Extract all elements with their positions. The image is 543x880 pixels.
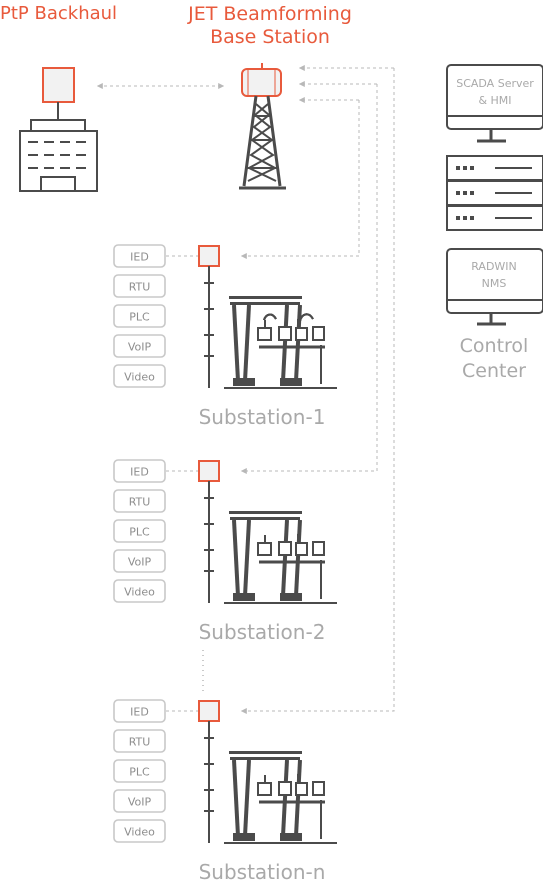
link-tower-to-substation-n bbox=[240, 68, 395, 714]
device-box-voip bbox=[113, 334, 166, 358]
device-label-voip: VoIP bbox=[128, 796, 152, 809]
substation-name-label: Substation-2 bbox=[199, 620, 326, 644]
substation-equipment-icon bbox=[224, 296, 337, 389]
device-box-ied bbox=[113, 699, 166, 723]
device-box-plc bbox=[113, 304, 166, 328]
device-label-video: Video bbox=[124, 586, 155, 599]
subscriber-radio-icon bbox=[198, 460, 220, 482]
scada-server-label-line1: SCADA Server bbox=[456, 77, 534, 90]
device-box-plc bbox=[113, 759, 166, 783]
link-tower-to-substation-1 bbox=[240, 100, 360, 259]
device-box-plc bbox=[113, 519, 166, 543]
control-center-label-line2: Center bbox=[462, 360, 526, 382]
device-label-rtu: RTU bbox=[129, 736, 151, 749]
device-label-voip: VoIP bbox=[128, 556, 152, 569]
substations-layer: IEDRTUPLCVoIPVideoSubstation-1IEDRTUPLCV… bbox=[113, 244, 337, 880]
device-box-rtu bbox=[113, 274, 166, 298]
device-label-plc: PLC bbox=[129, 766, 150, 779]
subscriber-radio-icon bbox=[198, 700, 220, 722]
device-box-ied bbox=[113, 459, 166, 483]
device-label-voip: VoIP bbox=[128, 341, 152, 354]
radwin-nms-label-line2: NMS bbox=[482, 277, 507, 290]
scada-server-monitor-icon bbox=[446, 64, 543, 143]
subscriber-radio-icon bbox=[198, 245, 220, 267]
substation-name-label: Substation-n bbox=[199, 860, 326, 880]
device-box-ied bbox=[113, 244, 166, 268]
device-label-ied: IED bbox=[130, 466, 149, 479]
device-label-plc: PLC bbox=[129, 526, 150, 539]
device-box-rtu bbox=[113, 489, 166, 513]
device-box-video bbox=[113, 579, 166, 603]
ptp-backhaul-label: PtP Backhaul bbox=[0, 3, 117, 24]
device-label-rtu: RTU bbox=[129, 281, 151, 294]
base-station-label-line2: Base Station bbox=[210, 26, 330, 48]
device-label-video: Video bbox=[124, 826, 155, 839]
scada-server-label-line2: & HMI bbox=[478, 94, 511, 107]
radwin-nms-monitor-icon bbox=[446, 248, 543, 326]
device-box-voip bbox=[113, 789, 166, 813]
ptp-backhaul-building-icon bbox=[19, 67, 98, 192]
control-center-label-line1: Control bbox=[460, 335, 529, 357]
device-box-rtu bbox=[113, 729, 166, 753]
device-label-video: Video bbox=[124, 371, 155, 384]
device-label-plc: PLC bbox=[129, 311, 150, 324]
device-label-ied: IED bbox=[130, 251, 149, 264]
device-label-rtu: RTU bbox=[129, 496, 151, 509]
jet-base-station-tower-icon bbox=[239, 63, 286, 190]
device-box-voip bbox=[113, 549, 166, 573]
radwin-nms-label-line1: RADWIN bbox=[471, 260, 517, 273]
substation-name-label: Substation-1 bbox=[199, 405, 326, 429]
link-tower-to-substation-2 bbox=[240, 84, 378, 474]
server-rack-icon bbox=[446, 155, 543, 231]
device-box-video bbox=[113, 364, 166, 388]
substation-equipment-icon bbox=[224, 313, 337, 844]
device-label-ied: IED bbox=[130, 706, 149, 719]
device-box-video bbox=[113, 819, 166, 843]
jet-beamforming-label-line1: JET Beamforming bbox=[187, 3, 352, 25]
